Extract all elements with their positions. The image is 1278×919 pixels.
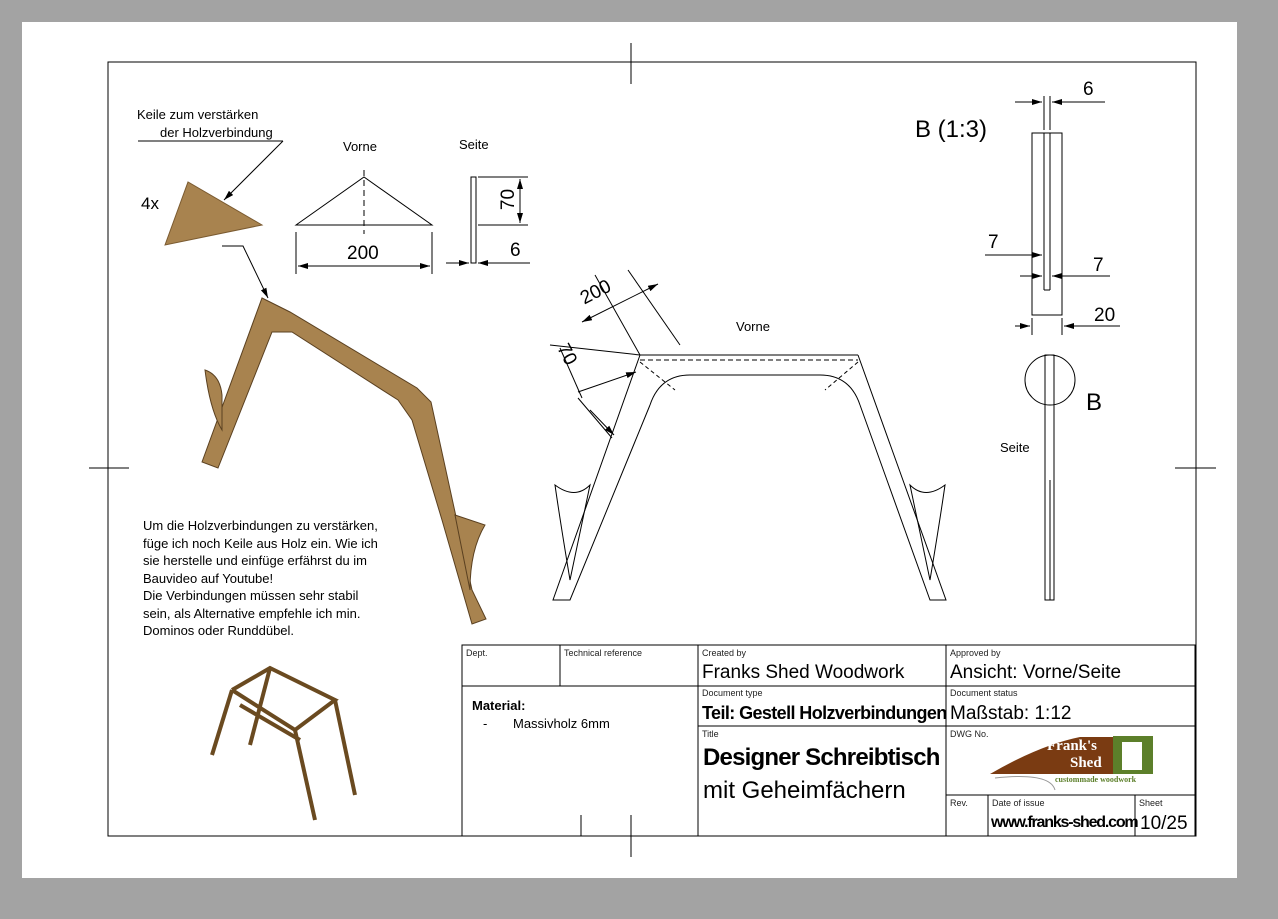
wedge-side-view (446, 176, 530, 266)
dim-detail-7a: 7 (988, 232, 999, 253)
side-view-label: Seite (1000, 440, 1030, 455)
detail-b (985, 96, 1120, 335)
doc-type: Teil: Gestell Holzverbindungen (702, 703, 947, 723)
dim-detail-6: 6 (1083, 79, 1094, 100)
tech-ref-label: Technical reference (564, 648, 643, 658)
material-label: Material: (472, 698, 526, 713)
company-logo (990, 736, 1153, 791)
wedge-quantity: 4x (141, 194, 159, 213)
dim-wedge-thickness: 6 (510, 240, 521, 261)
leg-3d-view (201, 297, 487, 625)
wedge-front-label: Vorne (343, 139, 377, 154)
logo-text-1: Frank's (1047, 738, 1098, 754)
created-by-label: Created by (702, 648, 747, 658)
rev-label: Rev. (950, 798, 968, 808)
assembly-note: Um die Holzverbindungen zu verstärken,fü… (143, 518, 378, 638)
approved-by-label: Approved by (950, 648, 1001, 658)
logo-tagline: custommade woodwork (1055, 775, 1137, 784)
detail-marker: B (1086, 389, 1103, 416)
title-line1: Designer Schreibtisch (703, 744, 940, 771)
table-3d-view (210, 665, 357, 821)
title-block-grid (461, 644, 1196, 837)
dim-detail-20: 20 (1094, 305, 1116, 326)
title-line2: mit Geheimfächern (703, 777, 906, 804)
approved-by: Ansicht: Vorne/Seite (950, 662, 1122, 683)
doc-status: Maßstab: 1:12 (950, 703, 1072, 724)
wedge-side-label: Seite (459, 137, 489, 152)
wedge-callout-line1: Keile zum verstärken (137, 107, 259, 122)
website-link[interactable]: www.franks-shed.com (991, 814, 1139, 831)
side-view (1024, 354, 1076, 601)
dim-wedge-height: 70 (498, 188, 520, 211)
doc-type-label: Document type (702, 688, 763, 698)
sheet-value: 10/25 (1140, 813, 1188, 834)
created-by: Franks Shed Woodwork (702, 662, 905, 683)
material-value: Massivholz 6mm (513, 716, 610, 731)
dept-label: Dept. (466, 648, 488, 658)
wedge-3d (138, 140, 284, 299)
sheet-label: Sheet (1139, 798, 1163, 808)
dwg-label: DWG No. (950, 729, 989, 739)
dim-wedge-width: 200 (347, 243, 379, 264)
logo-text-2: Shed (1070, 755, 1102, 771)
center-marks (89, 43, 1216, 857)
title-label: Title (702, 729, 719, 739)
front-view-label: Vorne (736, 319, 770, 334)
wedge-callout-line2: der Holzverbindung (160, 125, 273, 140)
material-dash: - (483, 716, 488, 731)
front-view (549, 269, 947, 601)
doc-status-label: Document status (950, 688, 1018, 698)
detail-label: B (1:3) (915, 116, 988, 143)
wedge-front-view (294, 170, 434, 274)
date-label: Date of issue (992, 798, 1045, 808)
dim-detail-7b: 7 (1093, 255, 1104, 276)
